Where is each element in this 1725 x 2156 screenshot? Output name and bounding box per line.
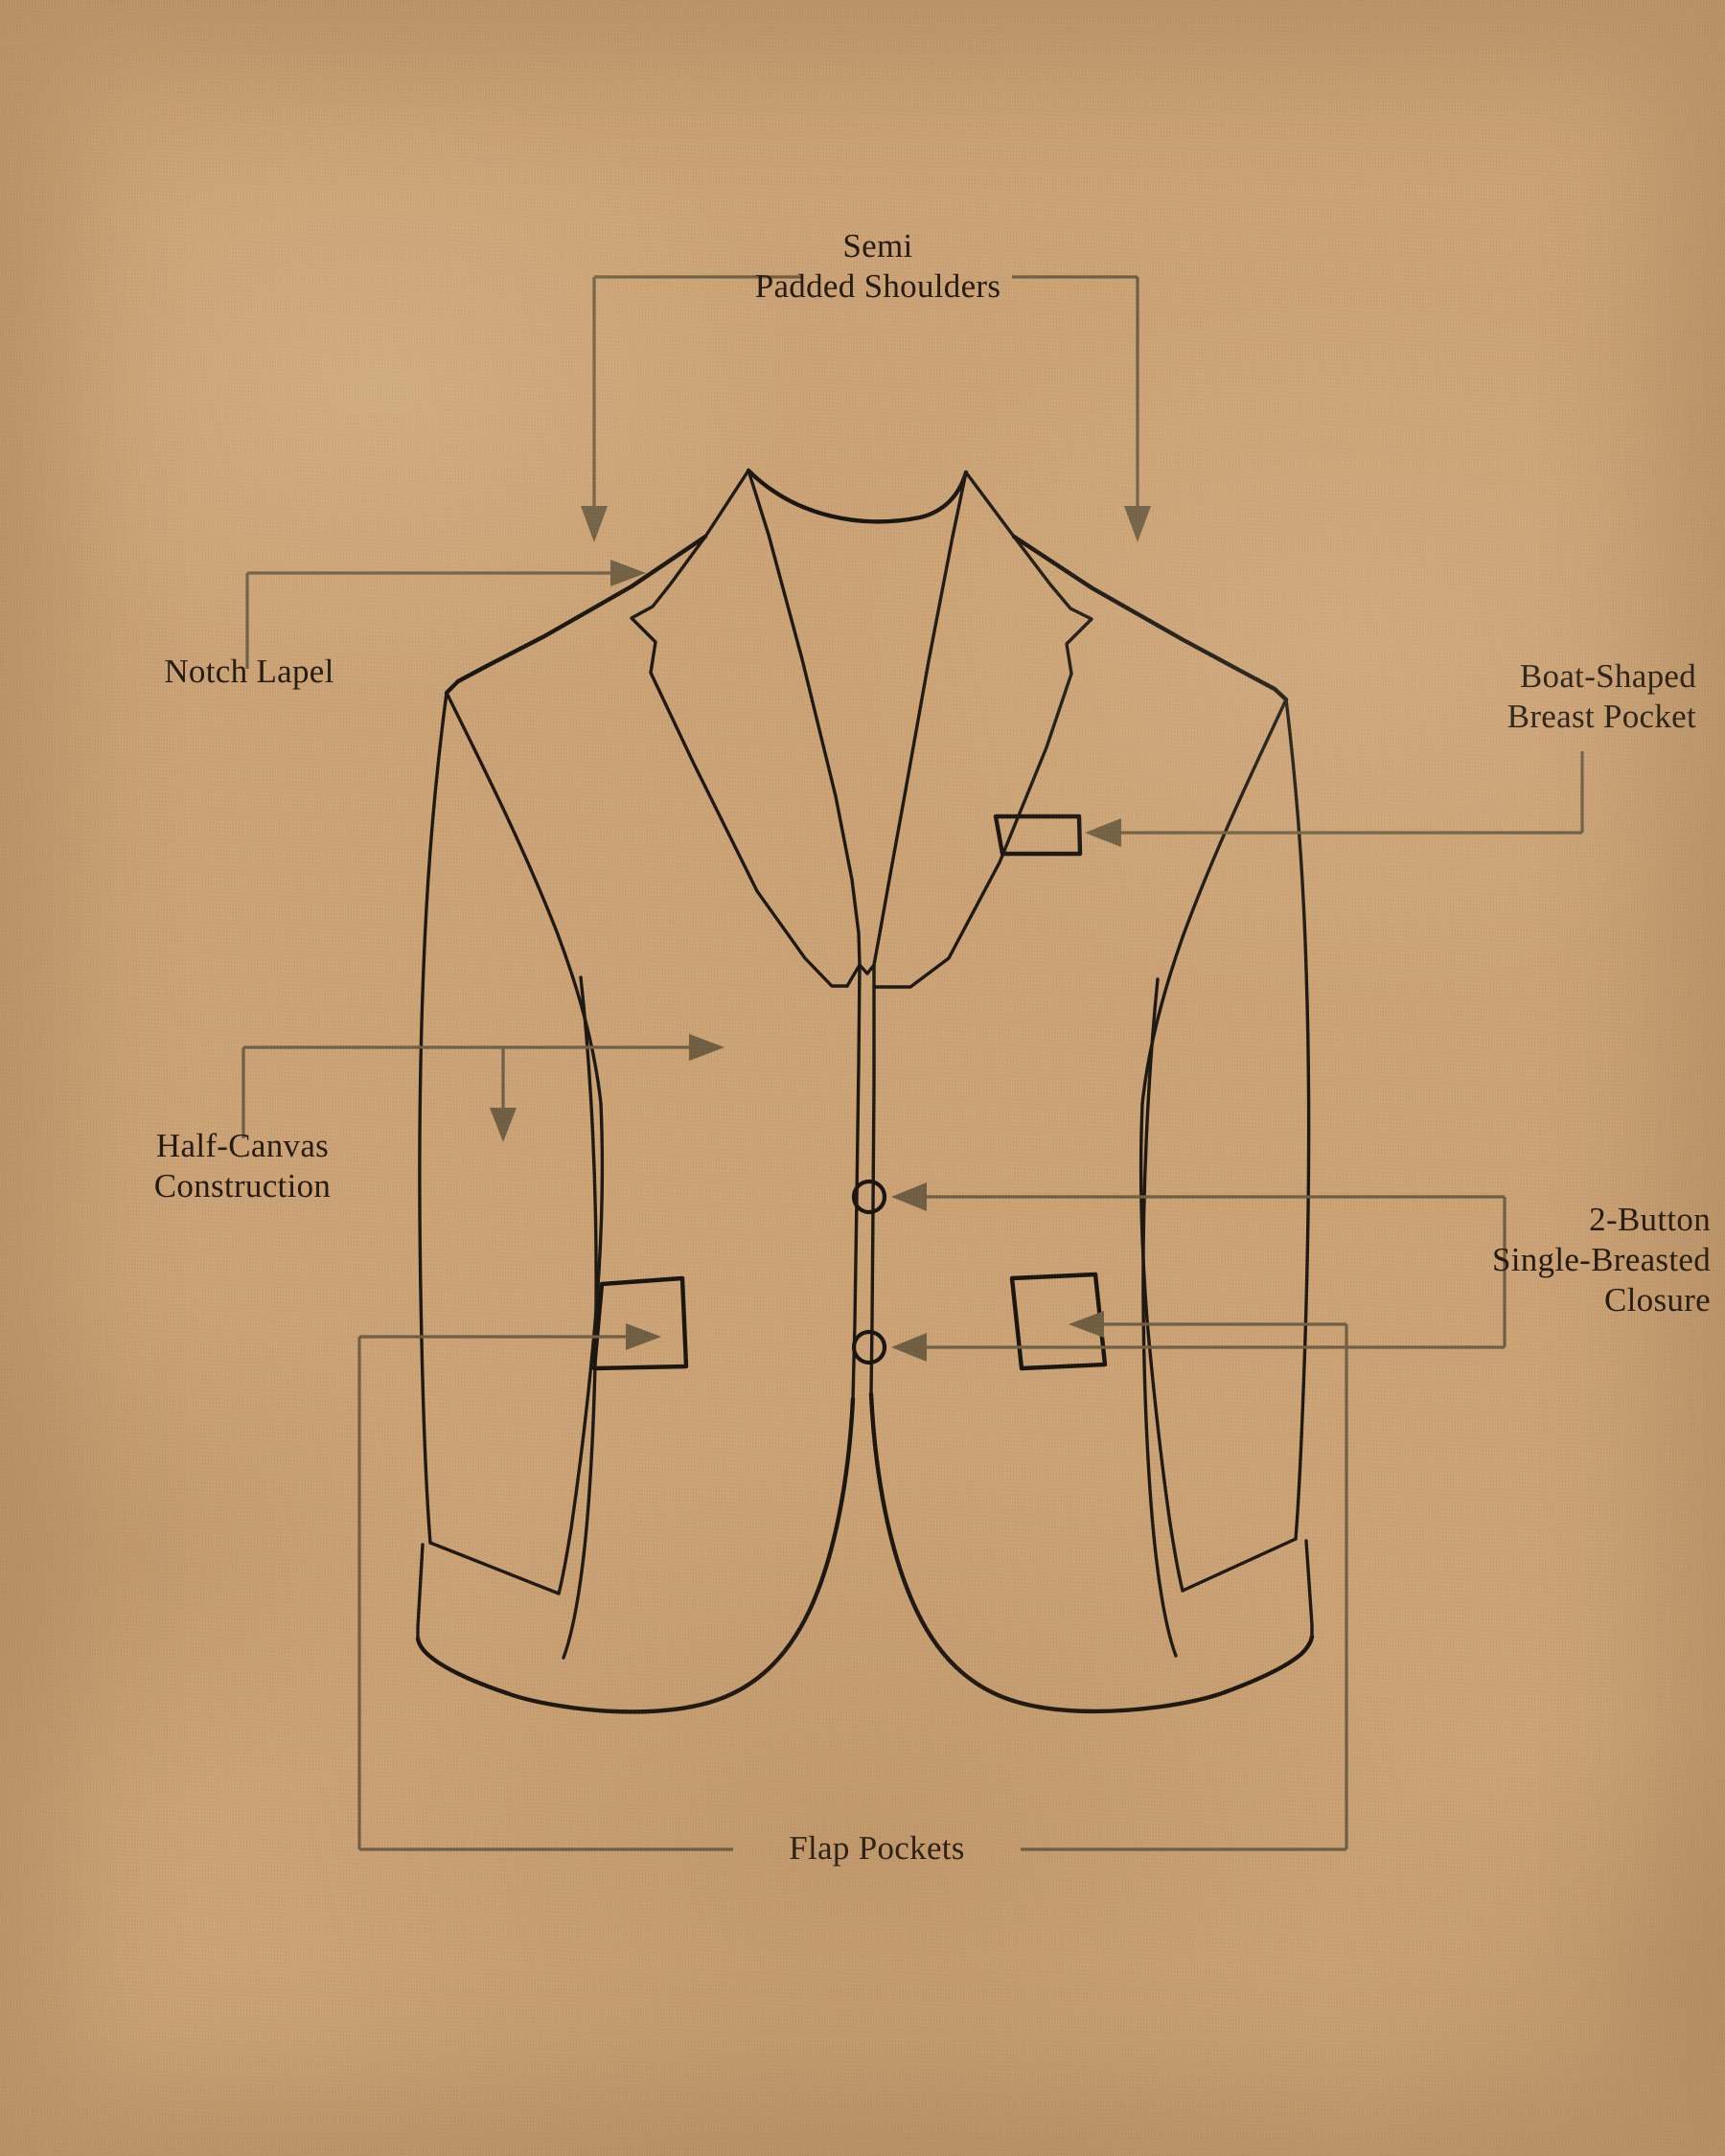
left-flap-pocket <box>591 1275 689 1371</box>
left-lapel-roll-line <box>649 671 849 988</box>
right-lapel-outer-edge <box>872 470 968 967</box>
top-button <box>851 1179 887 1215</box>
arrowhead-flap-left <box>626 1323 661 1350</box>
arrowhead-flap-right <box>1069 1311 1104 1338</box>
right-front-edge <box>869 985 876 1396</box>
right-flap-pocket <box>1009 1272 1108 1371</box>
arrowhead-closure-top <box>891 1182 927 1211</box>
right-lapel-roll-line <box>872 672 1073 989</box>
left-hem-vent-step <box>416 1543 425 1640</box>
left-hem-bottom-edge <box>415 1636 510 1696</box>
right-hem-vent-step <box>1304 1539 1314 1639</box>
arrowhead-notch-lapel <box>610 560 646 586</box>
label-half-canvas-construction: Half-Canvas Construction <box>153 1127 332 1204</box>
left-sleeve-head-seam <box>445 691 603 1106</box>
arrowhead-half-canvas-right <box>689 1034 724 1061</box>
label-flap-pockets: Flap Pockets <box>789 1829 965 1867</box>
arrowhead-closure-bottom <box>891 1333 927 1362</box>
right-body-side-seam <box>1141 977 1178 1658</box>
bottom-button <box>851 1329 887 1365</box>
left-sleeve-outer-edge <box>418 691 448 1545</box>
arrowhead-shoulder-left <box>581 506 608 542</box>
label-notch-lapel: Notch Lapel <box>164 653 334 690</box>
arrowhead-breast-pocket <box>1085 818 1121 847</box>
left-front-hem-curve <box>504 1396 856 1714</box>
arrowhead-shoulder-right <box>1124 506 1151 542</box>
collar-neck-curve <box>746 468 969 524</box>
label-two-button-single-breasted-closure: 2-Button Single-Breasted Closure <box>1491 1201 1711 1319</box>
breast-pocket-welt <box>993 814 1083 857</box>
label-boat-shaped-breast-pocket: Boat-Shaped Breast Pocket <box>1506 657 1696 735</box>
right-sleeve-outer-edge <box>1284 698 1311 1541</box>
right-cuff <box>1181 1537 1298 1593</box>
left-cuff <box>428 1541 561 1595</box>
arrowhead-half-canvas-down <box>490 1108 517 1142</box>
label-semi-padded-shoulders: Semi Padded Shoulders <box>754 227 1001 305</box>
right-hem-bottom-edge <box>1222 1634 1315 1695</box>
right-shoulder-seam <box>1011 534 1289 702</box>
left-lapel-outer-edge <box>747 469 862 967</box>
center-front-break-vee <box>845 963 876 989</box>
left-shoulder-seam <box>444 534 708 696</box>
right-front-hem-curve <box>868 1391 1228 1714</box>
left-body-side-seam <box>562 975 598 1660</box>
left-sleeve-inner-edge <box>557 1102 605 1595</box>
right-sleeve-inner-edge <box>1138 1102 1184 1593</box>
